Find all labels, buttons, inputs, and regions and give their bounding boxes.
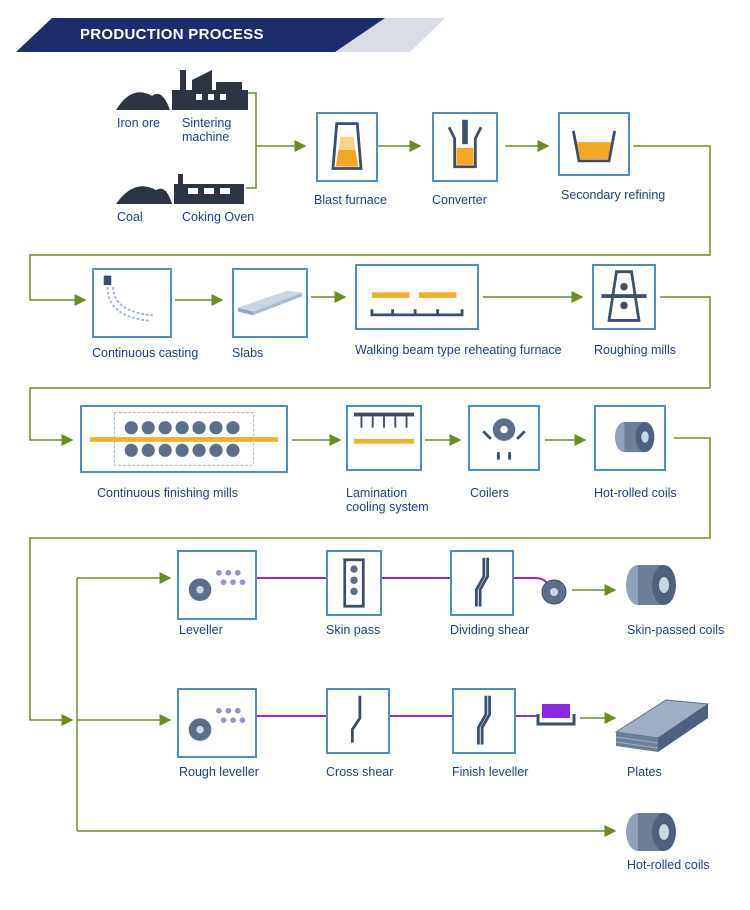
continuous-casting-icon: [103, 275, 153, 322]
small-coil-icon: [541, 579, 567, 605]
cooling-sprays-icon: [353, 412, 415, 444]
skin-passed-coils-label: Skin-passed coils: [627, 623, 725, 637]
ladle-icon: [571, 130, 617, 163]
rough-leveller-label: Rough leveller: [179, 765, 259, 779]
secondary-refining-label: Secondary refining: [561, 188, 666, 202]
coil-icon: [614, 422, 655, 453]
page-title: PRODUCTION PROCESS: [80, 26, 264, 43]
hot-rolled-coil-icon-bottom: [626, 813, 676, 851]
leveller-box[interactable]: [177, 550, 257, 620]
roughing-mills-label: Roughing mills: [594, 343, 676, 357]
cross-shear-label: Cross shear: [326, 765, 394, 779]
rough-leveller-icon: [188, 707, 246, 741]
shear-icon: [474, 557, 490, 607]
leveller-icon: [188, 569, 246, 602]
cross-shear-icon: [350, 695, 362, 743]
skin-pass-label: Skin pass: [326, 623, 381, 637]
cross-shear-box[interactable]: [326, 688, 390, 754]
dividing-shear-label: Dividing shear: [450, 623, 530, 637]
blast-furnace-box[interactable]: [316, 112, 378, 182]
converter-icon: [447, 119, 483, 169]
walking-beam-icon: [370, 292, 464, 317]
leveller-label: Leveller: [179, 623, 223, 637]
finishing-mill-rolls-icon: [89, 412, 279, 466]
slabs-box[interactable]: [232, 268, 308, 338]
skin-pass-icon: [343, 558, 365, 608]
plates-label: Plates: [627, 765, 662, 779]
coilers-label: Coilers: [470, 486, 509, 500]
hot-rolled-coils-label: Hot-rolled coils: [594, 486, 677, 500]
lamination-cooling-box[interactable]: [346, 405, 422, 471]
iron-ore-sintering-icon: [116, 70, 248, 110]
coilers-box[interactable]: [468, 405, 540, 471]
finish-leveller-label: Finish leveller: [452, 765, 529, 779]
continuous-casting-box[interactable]: [92, 268, 172, 338]
finishing-mills-box[interactable]: [80, 405, 288, 473]
walking-beam-label: Walking beam type reheating furnace: [355, 343, 562, 357]
blast-furnace-label: Blast furnace: [314, 193, 387, 207]
slab-icon: [237, 290, 303, 316]
rough-leveller-box[interactable]: [177, 688, 257, 758]
secondary-refining-box[interactable]: [558, 112, 630, 176]
converter-label: Converter: [432, 193, 487, 207]
plates-stack-icon: [614, 699, 710, 752]
header-banner: [16, 18, 445, 52]
skin-passed-coil-icon: [626, 565, 676, 605]
coiler-icon: [482, 418, 526, 460]
coking-oven-label: Coking Oven: [182, 210, 255, 224]
sintering-machine-label: Sintering machine: [182, 116, 232, 144]
roughing-mills-box[interactable]: [592, 264, 656, 330]
walking-beam-furnace-box[interactable]: [355, 264, 479, 330]
converter-box[interactable]: [432, 112, 498, 182]
slabs-label: Slabs: [232, 346, 264, 360]
skin-pass-box[interactable]: [326, 550, 382, 616]
roughing-mill-icon: [601, 270, 647, 322]
hot-rolled-coils-bottom-label: Hot-rolled coils: [627, 858, 710, 872]
hot-rolled-coils-box[interactable]: [594, 405, 666, 471]
press-icon: [536, 704, 576, 726]
coal-coking-oven-icon: [116, 174, 244, 204]
finish-leveller-icon: [476, 695, 492, 745]
iron-ore-label: Iron ore: [117, 116, 161, 130]
coal-label: Coal: [117, 210, 143, 224]
finishing-mills-label: Continuous finishing mills: [97, 486, 239, 500]
continuous-casting-label: Continuous casting: [92, 346, 199, 360]
blast-furnace-icon: [331, 122, 363, 170]
finish-leveller-box[interactable]: [452, 688, 516, 754]
lamination-cooling-label: Lamination cooling system: [346, 486, 429, 514]
dividing-shear-box[interactable]: [450, 550, 514, 616]
